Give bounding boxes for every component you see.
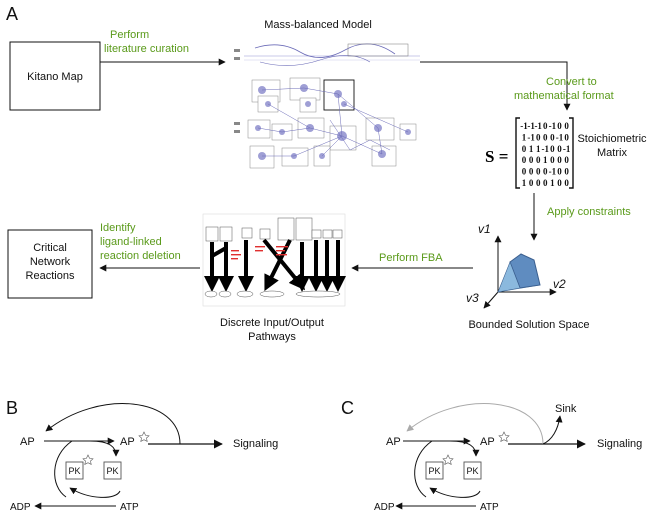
b-pk-star-label: PK — [68, 466, 80, 476]
c-sink-label: Sink — [555, 403, 577, 415]
critical-reactions-box — [7, 229, 93, 299]
model-title: Mass-balanced Model — [264, 19, 372, 31]
c-atp-label: ATP — [480, 502, 499, 513]
kitano-map-box — [9, 41, 101, 111]
critical-text-2: Network — [30, 256, 71, 268]
identify-text-3: reaction deletion — [100, 250, 181, 262]
axis-v3-label: v3 — [466, 291, 479, 305]
matrix-cell: 0 — [564, 155, 569, 165]
apply-constraints-text: Apply constraints — [547, 206, 631, 218]
curation-text-2: literature curation — [104, 43, 189, 55]
matrix-cell: 0 — [557, 155, 562, 165]
matrix-cell: 0 — [557, 178, 562, 188]
matrix-cell: -1 — [527, 132, 535, 142]
matrix-label-1: Stoichiometric — [577, 133, 647, 145]
b-atp-label: ATP — [120, 502, 139, 513]
matrix-cell: 0 — [550, 144, 555, 154]
c-signaling-label: Signaling — [597, 438, 642, 450]
matrix-label-2: Matrix — [597, 147, 627, 159]
matrix-cell: 0 — [522, 144, 527, 154]
b-ap-label: AP — [20, 436, 35, 448]
identify-text-2: ligand-linked — [100, 236, 162, 248]
matrix-cell: -1 — [556, 132, 564, 142]
matrix-cell: 1 — [536, 144, 541, 154]
b-adp-label: ADP — [10, 502, 31, 513]
discrete-label-2: Pathways — [248, 331, 296, 343]
matrix-cell: 0 — [536, 167, 541, 177]
matrix-cell: -1 — [527, 121, 535, 131]
bounded-solution-space-plot — [483, 235, 557, 309]
matrix-cell: 0 — [522, 155, 527, 165]
matrix-cell: 1 — [529, 144, 534, 154]
matrix-cell: 0 — [529, 178, 534, 188]
critical-text-3: Reactions — [26, 270, 75, 282]
panel-b-diagram — [34, 403, 223, 510]
b-signaling-label: Signaling — [233, 438, 278, 450]
panel-a-label: A — [6, 4, 18, 24]
matrix-left-bracket — [515, 117, 520, 189]
critical-text-1: Critical — [33, 242, 67, 254]
b-ap-star-label: AP — [120, 436, 135, 448]
perform-fba-text: Perform FBA — [379, 252, 443, 264]
bounded-space-label: Bounded Solution Space — [468, 319, 589, 331]
matrix-cell: 1 — [550, 178, 555, 188]
matrix-cell: 0 — [557, 121, 562, 131]
matrix-cell: 0 — [564, 167, 569, 177]
c-pk-star-label: PK — [428, 466, 440, 476]
matrix-cell: -1 — [563, 144, 571, 154]
curation-text-1: Perform — [110, 29, 149, 41]
panel-b-label: B — [6, 398, 18, 418]
matrix-cell: 0 — [543, 167, 548, 177]
discrete-label-1: Discrete Input/Output — [220, 317, 324, 329]
axis-v1-label: v1 — [478, 222, 491, 236]
matrix-cell: 0 — [557, 167, 562, 177]
matrix-cell: -1 — [534, 121, 542, 131]
convert-arrow — [420, 61, 571, 111]
matrix-cell: 0 — [564, 132, 569, 142]
matrix-cell: 1 — [522, 178, 527, 188]
c-ap-label: AP — [386, 436, 401, 448]
kitano-map-label: Kitano Map — [27, 71, 83, 83]
matrix-cell: -1 — [520, 121, 528, 131]
matrix-cell: 0 — [536, 155, 541, 165]
b-pk-label: PK — [106, 466, 118, 476]
c-pk-label: PK — [466, 466, 478, 476]
matrix-cell: 0 — [550, 155, 555, 165]
matrix-cell: 0 — [550, 132, 555, 142]
identify-text-1: Identify — [100, 222, 136, 234]
matrix-cell: 0 — [543, 178, 548, 188]
matrix-cell: 0 — [529, 167, 534, 177]
matrix-cell: -1 — [549, 167, 557, 177]
c-ap-star-label: AP — [480, 436, 495, 448]
matrix-cell: 0 — [557, 144, 562, 154]
matrix-cell: -1 — [549, 121, 557, 131]
panel-c-diagram — [395, 403, 586, 510]
matrix-cell: 0 — [564, 121, 569, 131]
matrix-cell: 0 — [536, 132, 541, 142]
convert-text-2: mathematical format — [514, 90, 614, 102]
matrix-cell: 0 — [529, 155, 534, 165]
matrix-cell: 0 — [543, 132, 548, 142]
discrete-pathways-image — [202, 213, 346, 307]
matrix-cell: 0 — [564, 178, 569, 188]
c-adp-label: ADP — [374, 502, 395, 513]
matrix-cell: 0 — [536, 178, 541, 188]
matrix-cell: 0 — [543, 121, 548, 131]
matrix-cell: -1 — [542, 144, 550, 154]
matrix-symbol: S = — [485, 147, 508, 166]
axis-v2-label: v2 — [553, 277, 566, 291]
mass-balanced-network-image — [234, 43, 420, 169]
convert-text-1: Convert to — [546, 76, 597, 88]
matrix-right-bracket — [569, 117, 574, 189]
matrix-cell: 0 — [522, 167, 527, 177]
matrix-cell: 1 — [522, 132, 527, 142]
panel-c-label: C — [341, 398, 354, 418]
matrix-cell: 1 — [543, 155, 548, 165]
